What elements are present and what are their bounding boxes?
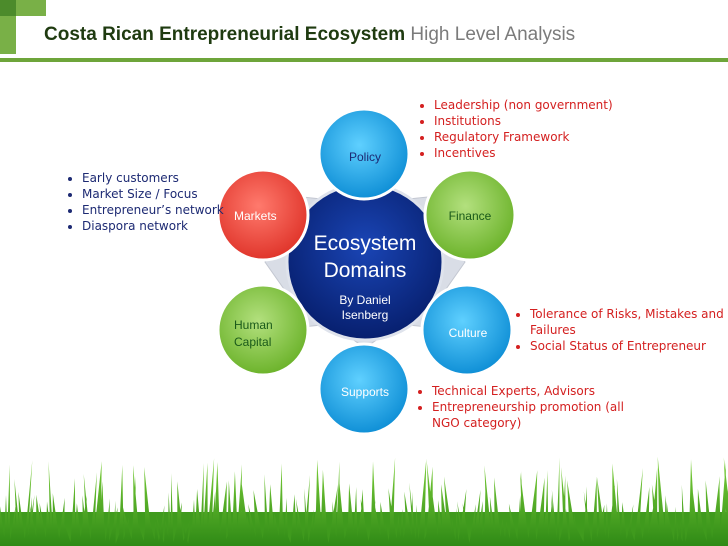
- note-item: Failures: [530, 323, 576, 337]
- note-item: Diaspora network: [82, 218, 224, 234]
- note-item: Entrepreneur’s network: [82, 202, 224, 218]
- note-item: Social Status of Entrepreneur: [530, 338, 724, 354]
- note-item: Entrepreneurship promotion (all: [432, 399, 624, 415]
- note-item: Early customers: [82, 170, 224, 186]
- node-finance: [423, 168, 517, 262]
- title-rule: [0, 58, 728, 62]
- node-label-capital: Capital: [234, 335, 272, 349]
- node-markets: [216, 168, 310, 262]
- node-label-markets: Markets: [234, 209, 277, 223]
- page-title: Costa Rican Entrepreneurial Ecosystem Hi…: [44, 24, 575, 46]
- notes-supports: Technical Experts, Advisors Entrepreneur…: [418, 383, 624, 431]
- note-item: Tolerance of Risks, Mistakes and: [530, 306, 724, 322]
- node-label-policy: Policy: [348, 150, 381, 164]
- note-item: NGO category): [432, 416, 522, 430]
- node-culture: [420, 283, 514, 377]
- notes-culture: Tolerance of Risks, Mistakes and Failure…: [516, 306, 724, 354]
- title-light: High Level Analysis: [410, 24, 576, 45]
- corner-accent: [0, 0, 16, 16]
- node-human-capital: [216, 283, 310, 377]
- node-supports: [317, 342, 411, 436]
- node-label-supports: Supports: [340, 385, 390, 399]
- center-title-line1: Ecosystem: [313, 232, 417, 255]
- note-item: Incentives: [434, 145, 613, 161]
- node-label-culture: Culture: [448, 326, 488, 340]
- note-item: Regulatory Framework: [434, 129, 613, 145]
- notes-markets: Early customers Market Size / Focus Entr…: [68, 170, 224, 234]
- grass-decoration: [0, 456, 728, 546]
- node-policy: [317, 107, 411, 201]
- corner-accent-lower: [0, 16, 16, 54]
- node-label-finance: Finance: [448, 209, 492, 223]
- center-title: Ecosystem Domains: [298, 230, 432, 284]
- center-title-line2: Domains: [323, 259, 407, 282]
- corner-accent-right: [16, 0, 46, 16]
- note-item: Institutions: [434, 113, 613, 129]
- title-bold: Costa Rican Entrepreneurial Ecosystem: [44, 24, 406, 45]
- node-label-human-capital: Human Capital: [234, 317, 290, 351]
- node-label-human: Human: [234, 318, 273, 332]
- center-sub-line1: By Daniel: [339, 293, 391, 307]
- center-subtitle: By Daniel Isenberg: [320, 293, 410, 323]
- note-item: Market Size / Focus: [82, 186, 224, 202]
- notes-policy: Leadership (non government) Institutions…: [420, 97, 613, 161]
- note-item: Leadership (non government): [434, 97, 613, 113]
- center-sub-line2: Isenberg: [341, 308, 389, 322]
- note-item: Technical Experts, Advisors: [432, 383, 624, 399]
